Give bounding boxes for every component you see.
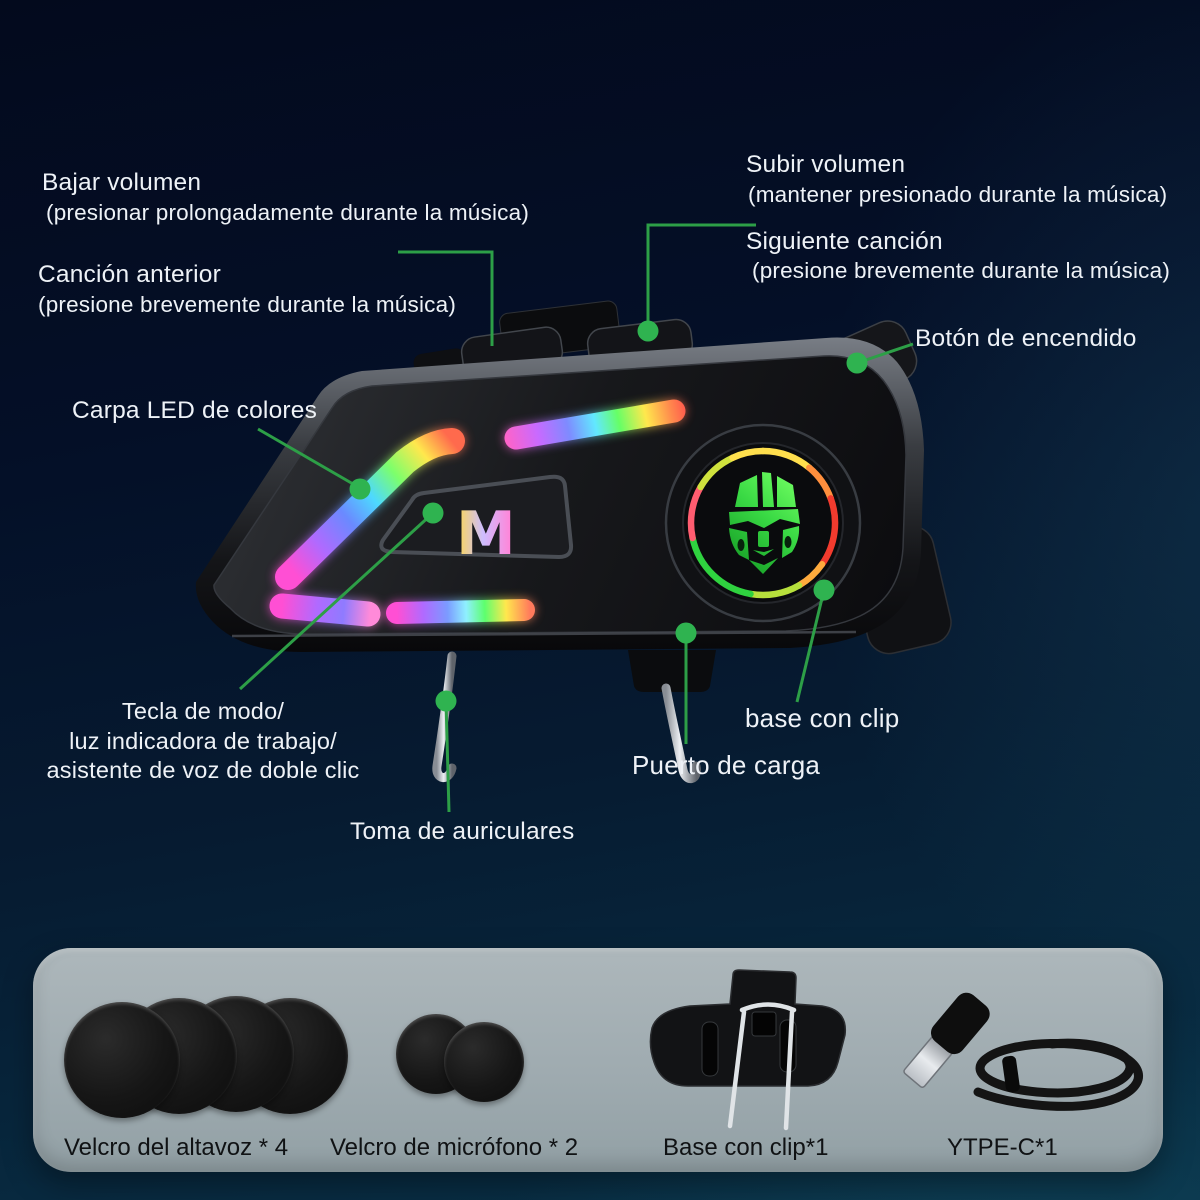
robot-helmet-logo xyxy=(729,472,800,574)
label-volume-up-subtitle: (mantener presionado durante la música) xyxy=(748,182,1168,207)
label-volume-up-title: Subir volumen xyxy=(746,151,906,178)
label-power-button: Botón de encendido xyxy=(915,325,1137,352)
usb-cable-image xyxy=(903,992,1143,1111)
led-strip-top xyxy=(504,399,686,450)
mic-velcro-pad xyxy=(444,1022,524,1102)
label-mode-key-line2: luz indicadora de trabajo/ xyxy=(69,727,337,754)
label-previous-song-title: Canción anterior xyxy=(38,261,221,288)
base-clip-image xyxy=(649,969,847,1131)
label-base-clip: Base con clip*1 xyxy=(663,1134,829,1161)
charge-pin xyxy=(661,683,701,783)
charge-port-connector xyxy=(628,650,716,692)
label-headphone-jack: Toma de auriculares xyxy=(350,818,575,845)
label-previous-song-subtitle: (presione brevemente durante la música) xyxy=(38,292,457,317)
label-mode-key-line1: Tecla de modo/ xyxy=(121,698,285,724)
logo-medallion xyxy=(664,423,862,623)
label-volume-down-title: Bajar volumen xyxy=(42,169,202,196)
rgb-ring xyxy=(687,447,839,599)
label-next-song-title: Siguiente canción xyxy=(746,228,943,255)
speaker-velcro-pad xyxy=(64,1002,180,1118)
leader-mode xyxy=(238,511,435,691)
label-led-strip: Carpa LED de colores xyxy=(72,397,318,424)
leader-clip-base xyxy=(795,589,826,703)
label-next-song-subtitle: (presione brevemente durante la música) xyxy=(752,258,1171,283)
label-clip-base: base con clip xyxy=(745,703,900,733)
clip-wire xyxy=(727,1002,797,1131)
device-bottom-seam xyxy=(231,630,857,638)
headphone-jack-pin xyxy=(432,651,457,782)
leader-led xyxy=(257,427,361,490)
label-mode-key-line3: asistente de voz de doble clic xyxy=(46,757,360,783)
label-mic-velcro: Velcro de micrófono * 2 xyxy=(330,1134,579,1161)
led-strip-chevron xyxy=(275,428,465,590)
leader-volume-prev xyxy=(398,250,494,346)
leader-next-song xyxy=(646,223,756,331)
label-speaker-velcro: Velcro del altavoz * 4 xyxy=(64,1134,289,1161)
label-volume-down-subtitle: (presionar prolongadamente durante la mú… xyxy=(46,200,530,225)
led-strip-bottom xyxy=(386,599,535,624)
leader-headphone xyxy=(444,700,451,813)
rgb-led-strips xyxy=(269,399,686,627)
mode-button-label: M xyxy=(456,499,516,569)
leader-dots xyxy=(349,320,868,712)
mode-button: M xyxy=(379,474,574,569)
leader-lines xyxy=(238,223,914,813)
label-usb-cable: YTPE-C*1 xyxy=(947,1134,1058,1161)
label-mode-key: Tecla de modo/ luz indicadora de trabajo… xyxy=(27,697,379,786)
label-charge-port: Puerto de carga xyxy=(632,750,821,780)
